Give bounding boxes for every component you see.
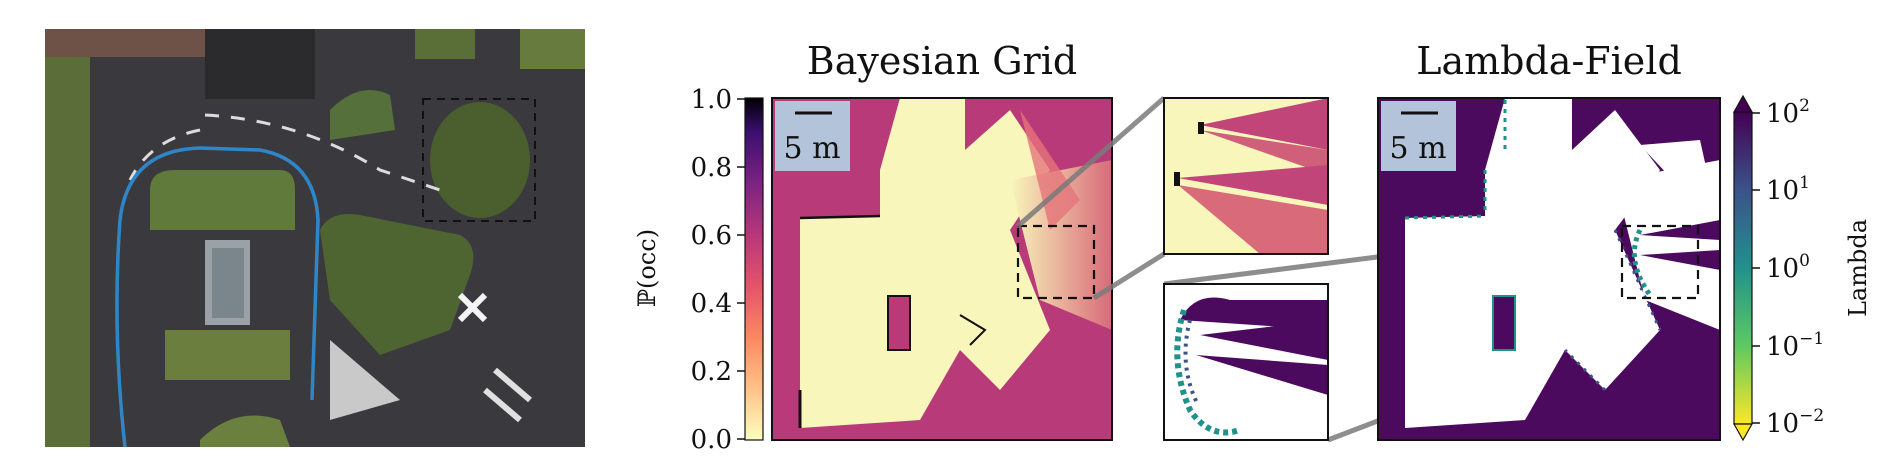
trajectory-line	[115, 146, 320, 447]
bayesian-grid-map	[772, 98, 1112, 440]
colorbar-probability-ticks	[737, 98, 745, 440]
prob-tick-label: 1.0	[691, 85, 732, 115]
prob-tick-label: 0.2	[691, 357, 732, 387]
zoom-inset-lambda	[1164, 284, 1328, 440]
prob-tick-label: 0.6	[691, 221, 732, 251]
lambda-frame	[1377, 97, 1721, 441]
lambda-tick-label: 100	[1766, 251, 1810, 284]
bayes-zoom-box	[1016, 224, 1096, 300]
colorbar-lambda: 102 101 100 10−1 10−2 Lambda	[1732, 94, 1872, 442]
lambda-scale-label: 5 m	[1389, 131, 1446, 166]
prob-tick-label: 0.4	[691, 289, 732, 319]
aerial-zoom-box	[422, 98, 536, 222]
aerial-image	[45, 29, 585, 447]
prob-tick-label: 0.8	[691, 153, 732, 183]
lambda-zoom-box	[1620, 224, 1700, 300]
lambda-title: Lambda-Field	[1416, 39, 1682, 83]
prob-tick-label: 0.0	[691, 425, 732, 455]
lambda-tick-label: 101	[1766, 173, 1810, 206]
colorbar-probability: 1.0 0.8 0.6 0.4 0.2 0.0 ℙ(occ)	[633, 85, 764, 455]
prob-axis-label: ℙ(occ)	[633, 229, 661, 307]
zoom-inset-bayes	[1164, 98, 1328, 254]
lambda-tick-label: 102	[1766, 96, 1810, 129]
lambda-axis-label: Lambda	[1844, 219, 1872, 317]
bayes-title: Bayesian Grid	[807, 39, 1077, 83]
lambda-scale-bar: 5 m	[1381, 101, 1456, 171]
zoom-inset-lambda-frame	[1163, 283, 1329, 441]
lambda-tick-label: 10−2	[1766, 406, 1824, 439]
zoom-inset-bayes-frame	[1163, 97, 1329, 255]
bayes-scale-label: 5 m	[783, 131, 840, 166]
bayes-frame	[771, 97, 1113, 441]
bayes-scale-bar: 5 m	[775, 101, 850, 171]
lambda-tick-label: 10−1	[1766, 329, 1824, 362]
